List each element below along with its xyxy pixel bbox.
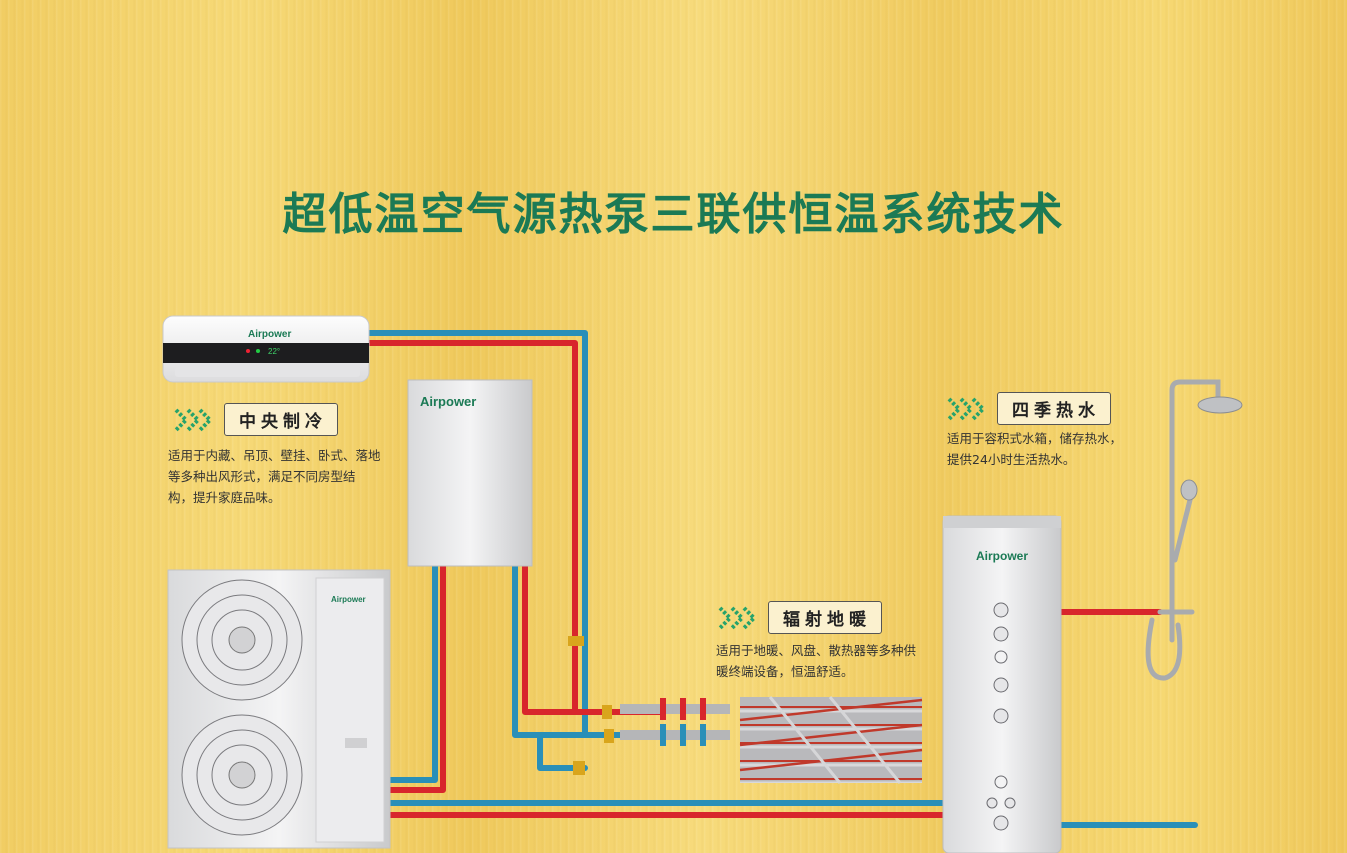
heating-tag: 辐射地暖 [716,601,882,634]
hotwater-tag: 四季热水 [945,392,1111,425]
outdoor-unit [167,569,391,849]
heating-desc-line: 暖终端设备，恒温舒适。 [716,664,854,679]
heating-desc: 适用于地暖、风盘、散热器等多种供 暖终端设备，恒温舒适。 [716,640,916,682]
tank-brand: Airpower [976,549,1028,563]
shower-head [1197,396,1243,414]
cold-pipes [365,330,1198,828]
hotwater-label: 四季热水 [997,392,1111,425]
ac-brand: Airpower [248,329,291,340]
heating-desc-line: 适用于地暖、风盘、散热器等多种供 [716,643,917,658]
module-brand: Airpower [420,394,476,409]
page-title: 超低温空气源热泵三联供恒温系统技术 [282,189,1065,240]
water-tank [942,515,1062,853]
ac-display: 22° [268,347,280,356]
cooling-desc-line: 构，提升家庭品味。 [168,490,281,505]
hand-shower [1180,479,1198,501]
hotwater-desc-line: 提供24小时生活热水。 [947,452,1076,467]
chevron-icon [947,397,985,420]
hydronic-module [407,379,533,567]
chevron-icon [174,408,212,431]
floor-manifold [620,698,730,746]
hotwater-desc: 适用于容积式水箱，储存热水， 提供24小时生活热水。 [947,428,1122,470]
cooling-label: 中央制冷 [224,403,338,436]
floor-heating-image [739,696,923,784]
hotwater-desc-line: 适用于容积式水箱，储存热水， [947,431,1123,446]
heating-label: 辐射地暖 [768,601,882,634]
shower-set [1145,379,1221,681]
outdoor-brand: Airpower [331,595,366,604]
cooling-tag: 中央制冷 [172,403,338,436]
cooling-desc-line: 等多种出风形式，满足不同房型结 [168,469,356,484]
chevron-icon [718,606,756,629]
cooling-desc: 适用于内藏、吊顶、壁挂、卧式、落地 等多种出风形式，满足不同房型结 构，提升家庭… [168,445,381,508]
wall-ac-unit [162,315,370,383]
cooling-desc-line: 适用于内藏、吊顶、壁挂、卧式、落地 [168,448,381,463]
valves [568,636,614,775]
